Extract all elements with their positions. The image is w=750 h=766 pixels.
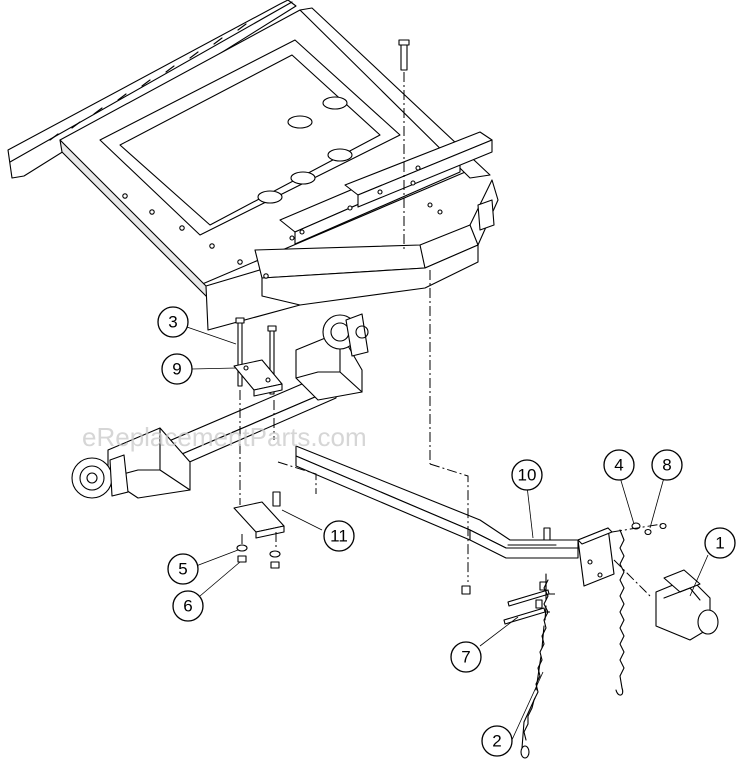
alignment-lines: [239, 72, 663, 613]
callout-1-label: 1: [715, 534, 724, 553]
callout-2: 2: [481, 725, 513, 757]
callout-4: 4: [603, 449, 635, 481]
callout-7: 7: [450, 641, 482, 673]
callout-3-label: 3: [168, 313, 177, 332]
callout-4-label: 4: [614, 456, 623, 475]
upper-plate: [233, 359, 283, 397]
callout-6: 6: [172, 590, 204, 622]
callout-11: 11: [323, 520, 355, 552]
lower-plate: [233, 491, 285, 569]
callout-1: 1: [704, 527, 736, 559]
callout-2-label: 2: [492, 732, 501, 751]
callout-3: 3: [157, 306, 189, 338]
callout-8: 8: [651, 449, 683, 481]
washers: [631, 522, 667, 536]
callout-9-label: 9: [172, 360, 181, 379]
watermark-text: eReplacementParts.com: [82, 422, 367, 452]
coupler-bolts: [503, 581, 550, 625]
callout-6-label: 6: [183, 597, 192, 616]
callout-10-label: 10: [518, 466, 537, 485]
callout-10: 10: [511, 459, 543, 491]
callout-7-label: 7: [461, 648, 470, 667]
safety-chain-long: [520, 573, 549, 759]
callout-11-label: 11: [330, 527, 348, 546]
frame-holes: [122, 165, 443, 279]
callout-9: 9: [161, 353, 193, 385]
tongue: [295, 445, 615, 595]
safety-chain-short: [615, 529, 625, 696]
callout-5-label: 5: [178, 560, 187, 579]
axle-bolts: [235, 317, 277, 395]
callout-5: 5: [167, 553, 199, 585]
axle-assembly: [71, 313, 369, 499]
top-bolt: [398, 39, 410, 71]
callout-leaders: [183, 325, 709, 743]
coupler: [655, 569, 719, 641]
deck-frame: [7, 0, 499, 331]
callout-8-label: 8: [662, 456, 671, 475]
